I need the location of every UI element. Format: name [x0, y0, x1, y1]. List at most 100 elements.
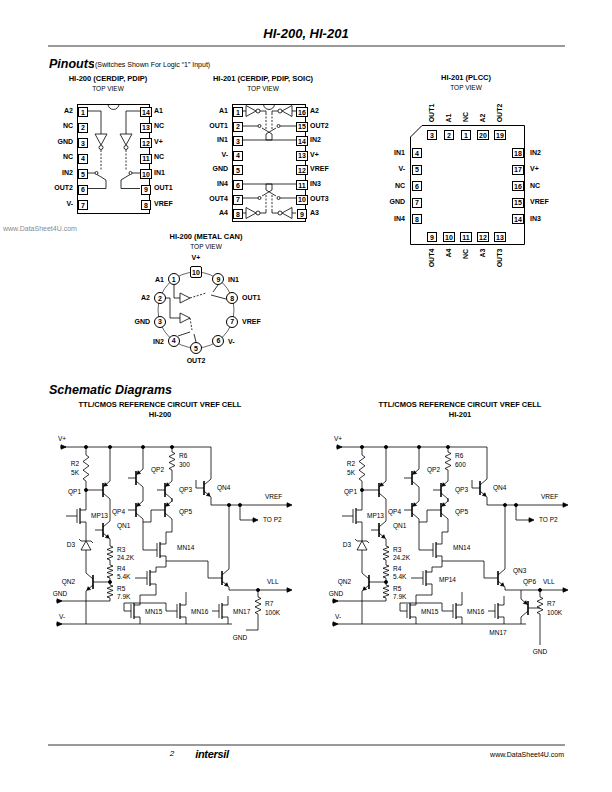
pin-number-box: 7	[226, 316, 238, 328]
wire	[83, 455, 89, 481]
symbol-shape	[104, 483, 107, 486]
junction-dot	[108, 580, 111, 583]
pin-number-box: 3	[154, 316, 166, 328]
pin-number-box: 8	[226, 292, 238, 304]
wire	[107, 585, 113, 598]
symbol-shape	[137, 503, 140, 506]
pin-number: 1	[464, 132, 468, 139]
pin-name: GND	[211, 165, 229, 173]
wire	[134, 617, 140, 622]
wire	[386, 447, 387, 478]
symbol-shape	[246, 208, 256, 219]
pin-number: 11	[462, 234, 469, 241]
symbol-shape	[483, 493, 486, 496]
symbol-shape	[501, 583, 504, 586]
pin-name: NC	[62, 122, 74, 130]
symbol-shape	[57, 599, 62, 603]
pin-number: 14	[142, 109, 150, 116]
symbol-shape	[137, 471, 140, 474]
logo: intersil	[194, 748, 230, 761]
wire	[356, 522, 362, 527]
pin-number-box: 8	[412, 214, 422, 224]
wire	[172, 470, 173, 478]
wire	[86, 481, 87, 505]
pin-name: V-	[65, 200, 74, 208]
wire	[400, 611, 407, 612]
wire	[103, 493, 110, 502]
component-label: QP4	[387, 508, 402, 515]
view-label: TOP VIEW	[450, 84, 482, 91]
pin-name: IN1	[216, 136, 229, 144]
pin-number-box: 3	[233, 136, 243, 146]
wire	[441, 498, 448, 507]
pin-name: V+	[529, 165, 540, 173]
wire	[419, 522, 426, 550]
wire	[166, 561, 214, 578]
pin-number-box: 20	[477, 130, 489, 140]
wire	[186, 592, 187, 600]
pin-number-box: 2	[78, 123, 88, 133]
component-label: QN1	[116, 522, 131, 529]
view-label: TOP VIEW	[92, 85, 124, 92]
component-label: MN15	[420, 608, 439, 615]
pin-number: 6	[216, 337, 220, 344]
pin-number-box: 8	[233, 209, 243, 219]
component-label: GND	[232, 634, 248, 641]
pin-number: 6	[236, 182, 240, 189]
component-label: R6	[454, 452, 464, 459]
wire	[143, 522, 150, 550]
pin-name: V+	[309, 151, 320, 159]
wire	[178, 332, 190, 336]
junction-dot	[84, 488, 87, 491]
wire	[346, 516, 353, 517]
wire	[436, 556, 442, 561]
wire	[110, 447, 111, 478]
wire	[498, 617, 504, 622]
pin-name: IN4	[216, 180, 229, 188]
wire	[211, 447, 212, 476]
pin-name: A1	[445, 112, 453, 123]
wire	[132, 173, 140, 174]
symbol-shape	[282, 208, 292, 219]
pin-number-box: 1	[168, 273, 180, 285]
pin-name: OUT2	[186, 357, 207, 365]
junction-dot	[124, 146, 128, 150]
component-label: QN2	[61, 578, 76, 585]
wire	[456, 600, 462, 605]
component-label: GND	[532, 648, 548, 655]
wire	[95, 530, 103, 531]
wire	[272, 211, 278, 213]
pin-number: 9	[300, 211, 304, 218]
wire	[487, 500, 566, 505]
pin-number: 7	[236, 196, 240, 203]
wire	[56, 601, 110, 602]
wire	[419, 447, 420, 466]
wire	[103, 478, 110, 487]
wire	[86, 594, 87, 624]
wire	[136, 466, 143, 475]
pin-number-box: 10	[140, 169, 152, 179]
component-label: QP1	[343, 488, 358, 495]
pin-name: GND	[56, 138, 74, 146]
pin-number-box: 5	[412, 165, 422, 175]
pin-number: 3	[236, 138, 240, 145]
wire	[128, 510, 136, 511]
wire	[266, 184, 296, 190]
junction-dot	[277, 197, 280, 200]
symbol-shape	[253, 518, 258, 522]
wire	[292, 213, 296, 214]
wire	[160, 556, 166, 561]
symbol-shape	[363, 587, 366, 590]
pin-number: 7	[230, 318, 234, 325]
component-label: TO P2	[262, 516, 283, 523]
wire	[383, 585, 389, 598]
pin-number-box: 6	[233, 180, 243, 190]
wire	[521, 596, 528, 605]
symbol-shape	[287, 588, 292, 592]
component-label: R4	[392, 565, 402, 572]
component-label: VREF	[540, 493, 559, 500]
wire	[170, 611, 177, 612]
wire	[371, 530, 379, 531]
wire	[521, 611, 528, 620]
